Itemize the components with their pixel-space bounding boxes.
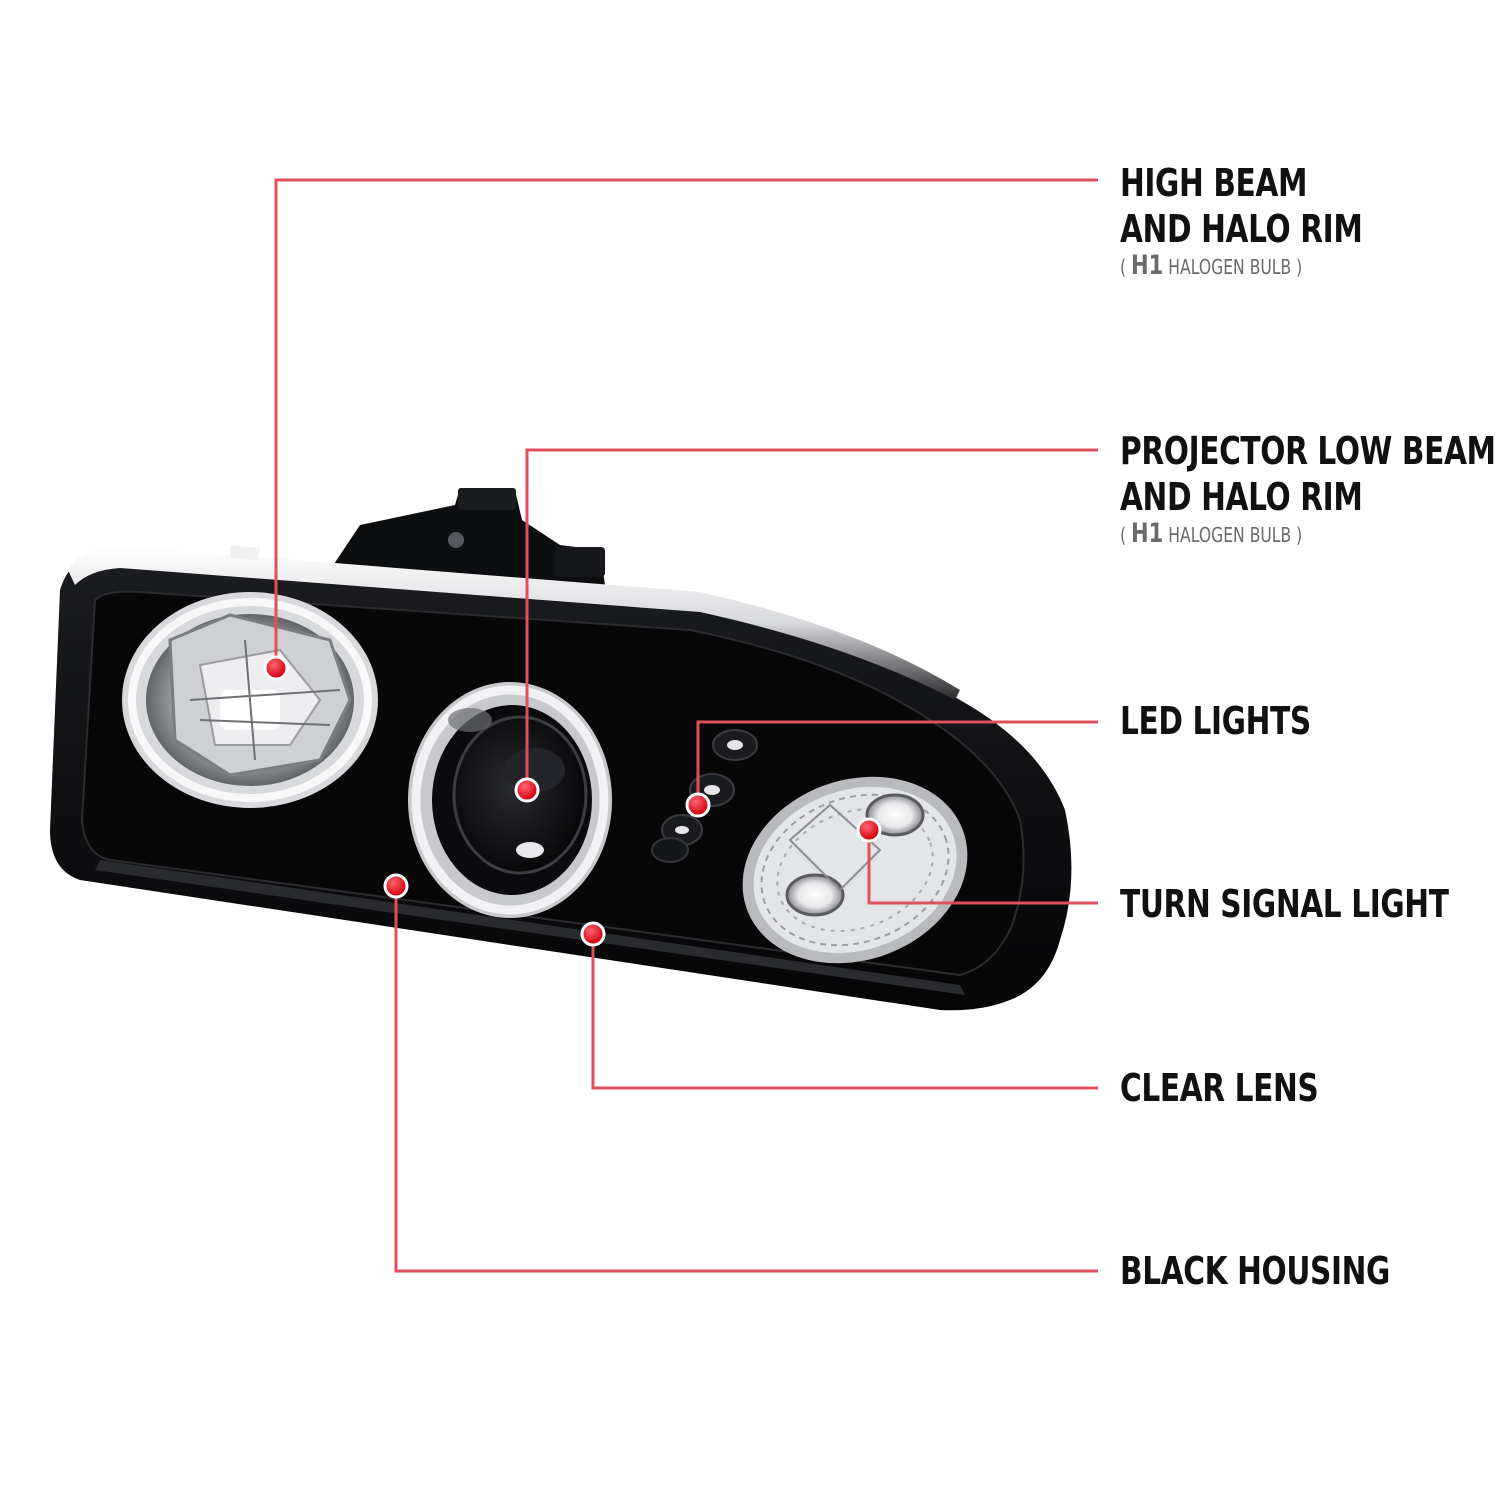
turn-signal-lamp — [742, 776, 968, 964]
label-led-lights: LED LIGHTS — [1120, 698, 1365, 744]
led-cluster — [651, 729, 758, 863]
leader-turn-signal — [867, 830, 1098, 905]
label-title-line: HIGH BEAM — [1120, 161, 1308, 205]
marker-led — [685, 792, 711, 818]
projector-low-beam — [408, 682, 612, 918]
high-beam-reflector — [122, 592, 378, 808]
label-title-line: CLEAR LENS — [1120, 1066, 1319, 1110]
label-title-line: BLACK HOUSING — [1120, 1249, 1390, 1293]
label-title-line: AND HALO RIM — [1120, 475, 1363, 519]
label-title-line: AND HALO RIM — [1120, 207, 1363, 251]
label-clear-lens: CLEAR LENS — [1120, 1065, 1374, 1111]
leader-high-beam — [274, 178, 1098, 668]
leader-clear-lens — [591, 934, 1098, 1090]
leader-black-housing — [394, 886, 1098, 1273]
marker-high-beam — [263, 655, 289, 681]
label-bulb-note: ( H1 HALOGEN BULB ) — [1120, 250, 1303, 281]
label-title-line: TURN SIGNAL LIGHT — [1120, 882, 1449, 926]
marker-clear-lens — [580, 921, 606, 947]
leader-lines — [274, 178, 1098, 1273]
label-title-line: LED LIGHTS — [1120, 699, 1311, 743]
top-chrome-strip — [68, 546, 960, 700]
label-bulb-note: ( H1 HALOGEN BULB ) — [1120, 518, 1303, 549]
leader-low-beam — [525, 448, 1098, 790]
marker-low-beam — [514, 777, 540, 803]
marker-turn-signal — [856, 817, 882, 843]
bulb-text: HALOGEN BULB — [1168, 255, 1292, 279]
bulb-code: H1 — [1131, 250, 1164, 281]
label-low-beam: PROJECTOR LOW BEAM AND HALO RIM ( H1 HAL… — [1120, 428, 1500, 549]
label-black-housing: BLACK HOUSING — [1120, 1248, 1466, 1294]
leader-led — [696, 720, 1098, 805]
headlight-assembly — [50, 488, 1072, 1011]
label-turn-signal: TURN SIGNAL LIGHT — [1120, 881, 1500, 927]
marker-black-housing — [383, 873, 409, 899]
label-title-line: PROJECTOR LOW BEAM — [1120, 429, 1496, 473]
label-high-beam: HIGH BEAM AND HALO RIM ( H1 HALOGEN BULB… — [1120, 160, 1431, 281]
bulb-code: H1 — [1131, 518, 1164, 549]
bulb-text: HALOGEN BULB — [1168, 523, 1292, 547]
callout-markers — [263, 655, 882, 947]
